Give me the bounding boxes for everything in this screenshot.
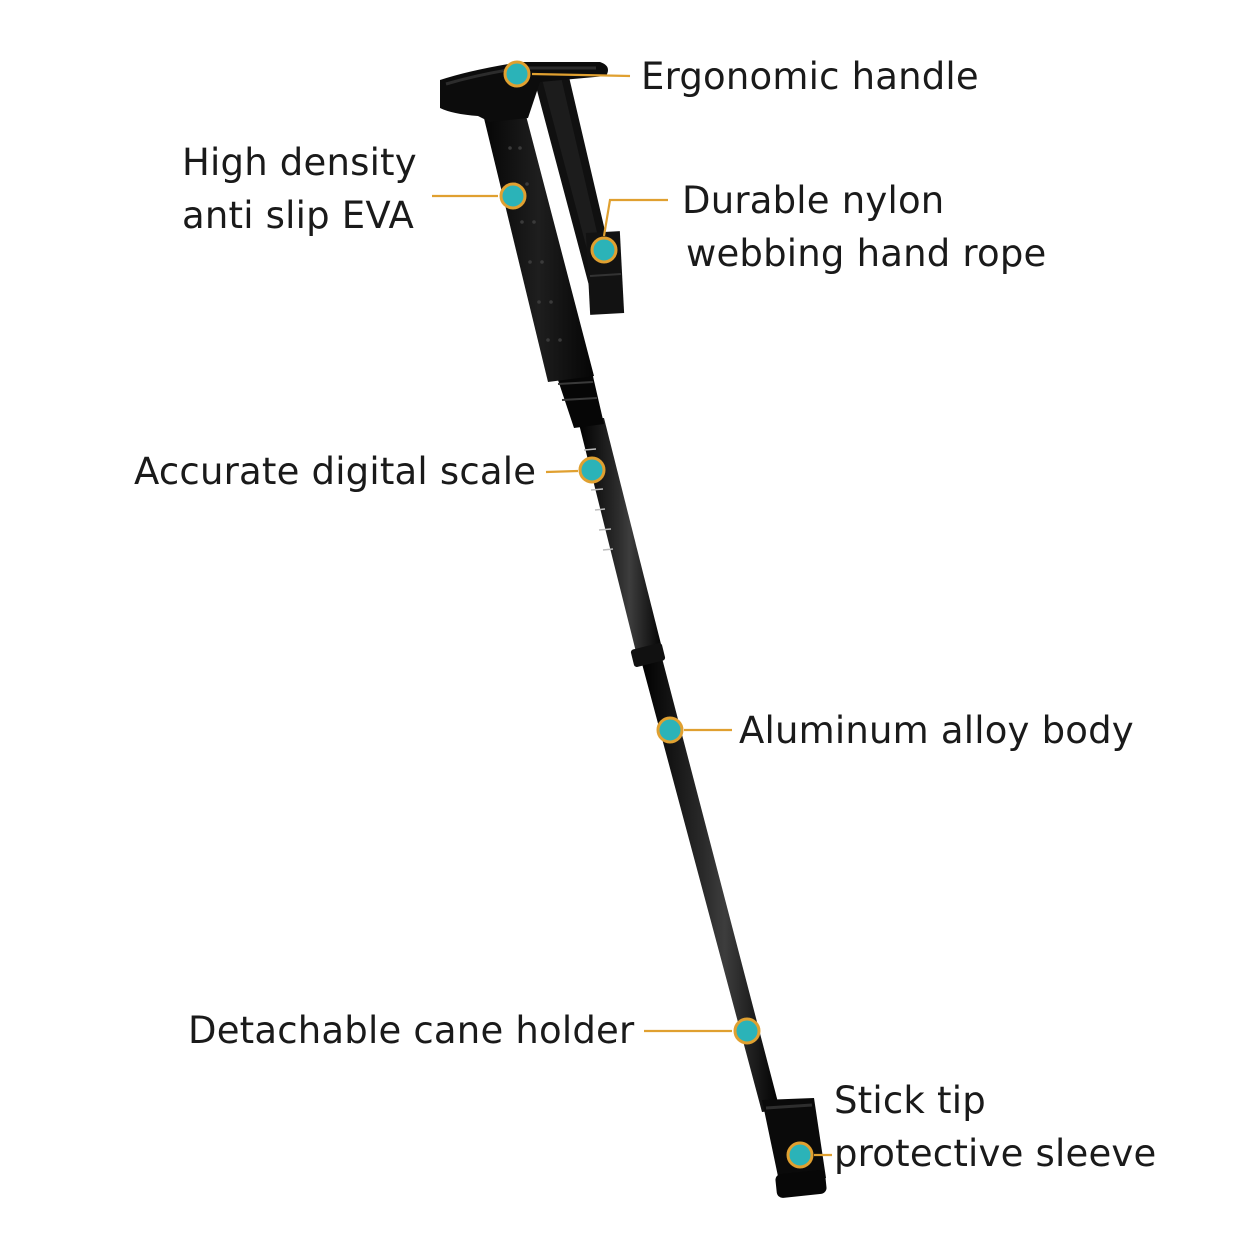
upper-collar: [556, 372, 604, 428]
callout-layer: [432, 60, 832, 1169]
leader-line-scale: [545, 469, 579, 474]
label-digital-scale: Accurate digital scale: [134, 450, 537, 493]
foam-grip: [482, 108, 594, 382]
marker-dot-grip: [499, 182, 527, 210]
label-aluminum-body: Aluminum alloy body: [739, 709, 1134, 752]
marker-dot-tip: [786, 1141, 814, 1169]
label-cane-holder: Detachable cane holder: [188, 1009, 635, 1052]
marker-dot-handle: [503, 60, 531, 88]
label-tip-sleeve: Stick tip protective sleeve: [834, 1079, 1157, 1175]
leader-line-handle: [531, 72, 631, 78]
label-ergonomic-handle: Ergonomic handle: [641, 55, 979, 98]
leader-line-strap: [602, 198, 668, 237]
label-nylon-hand-rope: Durable nylon webbing hand rope: [682, 179, 1047, 275]
marker-dot-strap: [590, 236, 618, 264]
middle-shaft: [578, 418, 666, 667]
label-anti-slip-eva: High density anti slip EVA: [182, 141, 417, 237]
marker-dot-body: [656, 716, 684, 744]
lower-shaft: [641, 658, 827, 1198]
marker-dot-holder: [733, 1017, 761, 1045]
marker-dot-scale: [578, 456, 606, 484]
